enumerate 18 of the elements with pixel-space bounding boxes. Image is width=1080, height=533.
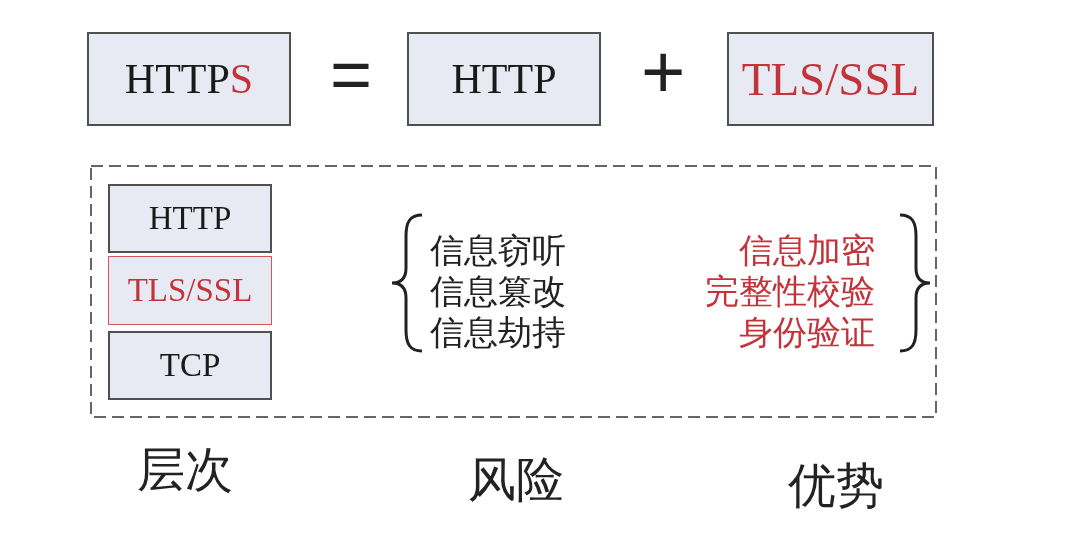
column-caption: 风险 — [468, 451, 564, 509]
layer-box: HTTP — [108, 184, 272, 253]
risk-item: 信息窃听 — [430, 230, 566, 271]
benefit-item: 信息加密 — [739, 230, 875, 271]
layer-box: TLS/SSL — [108, 256, 272, 325]
column-caption: 层次 — [137, 441, 233, 499]
layer-box: TCP — [108, 331, 272, 400]
protocol-box: TLS/SSL — [727, 32, 934, 126]
risk-item: 信息劫持 — [430, 312, 566, 353]
benefit-item: 身份验证 — [739, 312, 875, 353]
risk-item: 信息篡改 — [430, 271, 566, 312]
plus-sign: + — [641, 34, 686, 110]
column-caption: 优势 — [788, 457, 884, 515]
equals-sign: = — [330, 38, 373, 110]
protocol-box: HTTPS — [87, 32, 291, 126]
dashed-frame — [90, 165, 937, 418]
benefit-item: 完整性校验 — [705, 271, 875, 312]
protocol-box: HTTP — [407, 32, 601, 126]
